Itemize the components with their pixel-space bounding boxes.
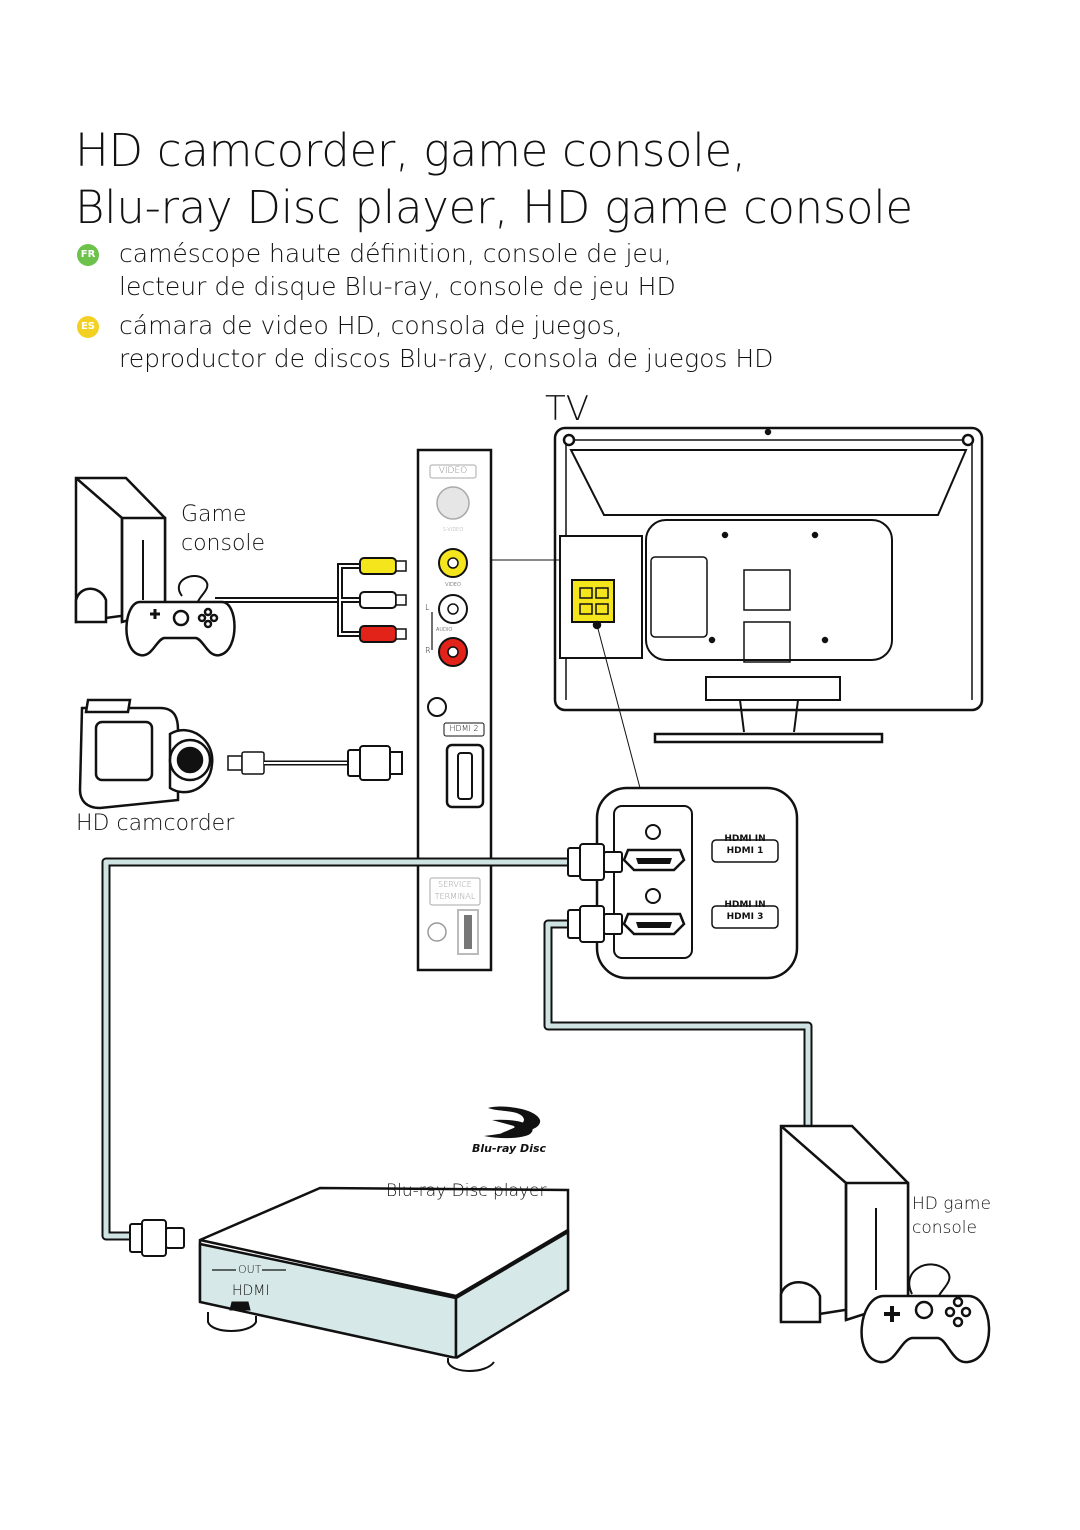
- game-console-label: Game console: [181, 500, 265, 558]
- audio-label: AUDIO: [436, 627, 453, 633]
- hdmi2-label: HDMI 2: [449, 724, 479, 733]
- es-line-1: cámara de video HD, consola de juegos,: [119, 311, 623, 340]
- player-out-label: OUT: [238, 1263, 262, 1276]
- hd-game-console-illustration: [779, 1124, 991, 1364]
- bluray-player-label: Blu-ray Disc player: [386, 1181, 547, 1201]
- hd-camcorder-label: HD camcorder: [76, 811, 235, 836]
- audio-right-label: R: [425, 646, 431, 655]
- hd-camcorder-illustration: [78, 698, 214, 810]
- es-line-2: reproductor de discos Blu-ray, consola d…: [119, 344, 774, 373]
- game-console-label-line-1: Game: [181, 502, 247, 527]
- es-translation: cámara de video HD, consola de juegos, r…: [119, 309, 773, 375]
- rear-hdmi-ports-detail: [595, 786, 799, 980]
- tv-side-panel: [416, 448, 493, 972]
- es-badge: ES: [77, 316, 99, 338]
- bluray-player-illustration: [198, 1186, 570, 1372]
- hdmi-cables: [101, 857, 813, 1241]
- hdmi-3-name: HDMI 3: [726, 912, 764, 922]
- hdmi-in-1-title: HDMI IN: [724, 834, 766, 844]
- bluray-logo: [484, 1106, 541, 1139]
- service-terminal-label: SERVICE TERMINAL: [430, 879, 480, 903]
- hdmi-in-3-title: HDMI IN: [724, 900, 766, 910]
- video-port-label: VIDEO: [438, 466, 468, 476]
- game-console-illustration: [74, 476, 236, 657]
- hdmi-plugs: [129, 843, 623, 1257]
- hdmi-1-name: HDMI 1: [726, 846, 764, 856]
- hd-game-console-label-line-1: HD game: [912, 1194, 991, 1214]
- camcorder-hdmi-cable: [227, 745, 403, 781]
- hd-game-console-label-line-2: console: [912, 1218, 977, 1238]
- audio-left-label: L: [425, 603, 430, 612]
- service-label: SERVICE: [438, 880, 472, 889]
- hdmi-in-3-label: HDMI IN HDMI 3: [712, 899, 778, 923]
- tv-rear-illustration: [553, 426, 984, 744]
- fr-badge: FR: [77, 244, 99, 266]
- video-in-label: VIDEO: [445, 582, 461, 588]
- bluray-logo-text: Blu-ray Disc: [472, 1142, 547, 1155]
- fr-line-2: lecteur de disque Blu-ray, console de je…: [119, 272, 676, 301]
- tv-label: TV: [545, 389, 590, 429]
- terminal-label: TERMINAL: [434, 892, 476, 901]
- title-line-2: Blu-ray Disc player, HD game console: [75, 181, 913, 234]
- player-hdmi-label: HDMI: [232, 1283, 270, 1299]
- fr-line-1: caméscope haute définition, console de j…: [119, 239, 672, 268]
- hd-game-console-label: HD game console: [912, 1192, 991, 1240]
- title-line-1: HD camcorder, game console,: [75, 124, 746, 177]
- hdmi-in-1-label: HDMI IN HDMI 1: [712, 833, 778, 857]
- game-console-label-line-2: console: [181, 531, 266, 556]
- rca-cables: [215, 557, 407, 643]
- svideo-port-label: S-VIDEO: [442, 527, 464, 533]
- fr-translation: caméscope haute définition, console de j…: [119, 237, 676, 303]
- page-title: HD camcorder, game console, Blu-ray Disc…: [75, 122, 913, 236]
